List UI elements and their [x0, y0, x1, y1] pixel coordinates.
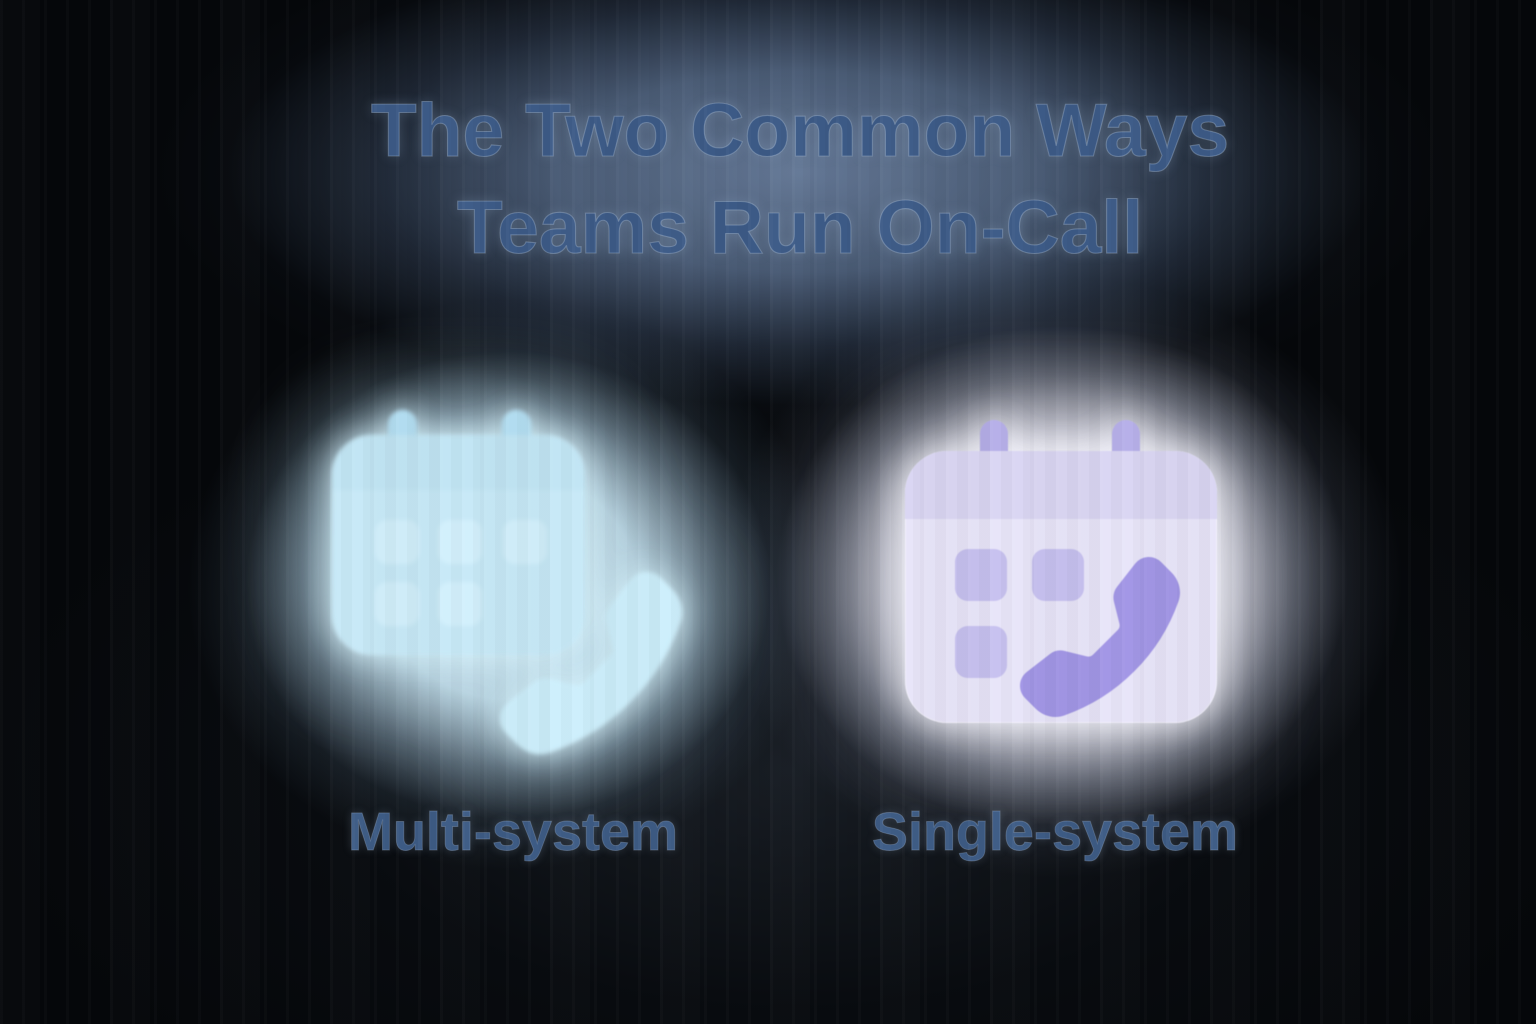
- calendar-day-cell: [955, 549, 1007, 601]
- title-line-2: Teams Run On-Call: [456, 184, 1144, 269]
- multi-system-label: Multi-system: [347, 802, 679, 863]
- calendar-day-cell: [375, 520, 419, 564]
- calendar-header: [905, 451, 1217, 519]
- calendar-day-cell: [1032, 549, 1084, 601]
- calendar-day-cell: [438, 582, 482, 626]
- calendar-phone-icon: [903, 418, 1237, 740]
- calendar-day-cell: [503, 520, 547, 564]
- page-title: The Two Common Ways Teams Run On-Call: [370, 82, 1230, 276]
- calendar-header: [332, 435, 585, 490]
- calendar-day-cell: [438, 520, 482, 564]
- calendar-phone-icon: [330, 405, 700, 765]
- calendar-day-cell: [375, 582, 419, 626]
- phone-handset-icon: [500, 572, 682, 754]
- title-line-1: The Two Common Ways: [370, 87, 1230, 172]
- calendar-day-cell: [955, 626, 1007, 678]
- phone-handset-icon: [1020, 557, 1180, 717]
- single-system-label: Single-system: [871, 802, 1239, 863]
- calendar-body: [332, 435, 585, 655]
